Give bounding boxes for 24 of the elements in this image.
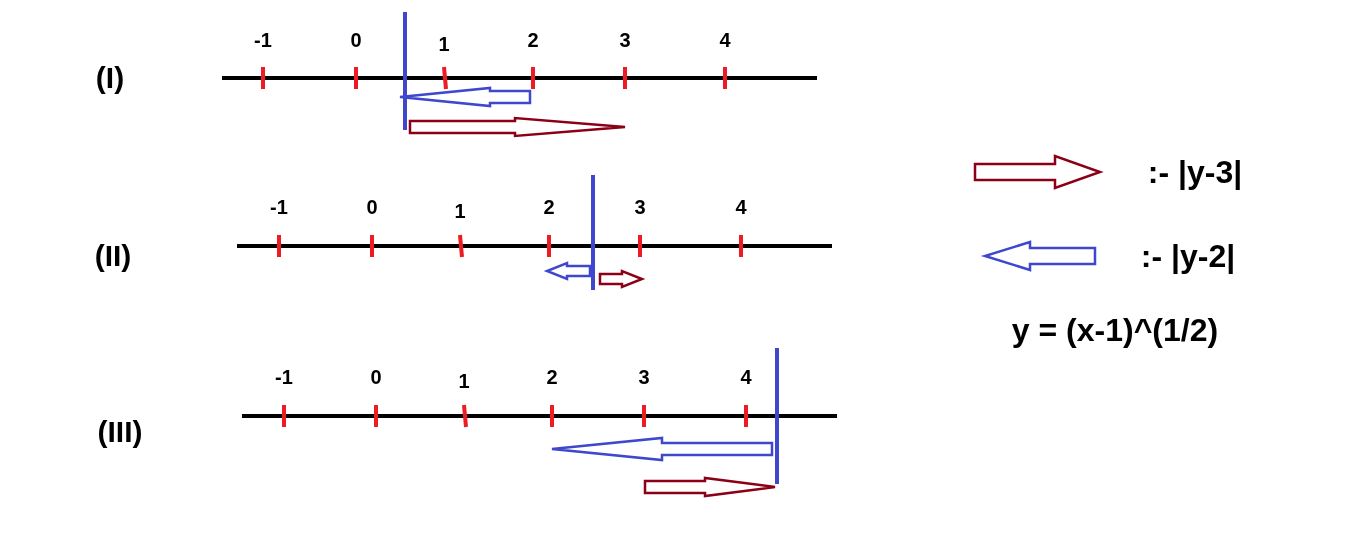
tick-label: 4 bbox=[740, 365, 752, 389]
tick-label: -1 bbox=[275, 365, 293, 389]
tick-label: 4 bbox=[719, 28, 731, 52]
formula: y = (x-1)^(1/2) bbox=[1011, 311, 1219, 349]
legend-text: :- |y-3| bbox=[1147, 153, 1243, 191]
tick-label: 1 bbox=[458, 369, 470, 393]
tick-label: 0 bbox=[350, 28, 362, 52]
tick-label: 3 bbox=[634, 195, 646, 219]
tick-label: 4 bbox=[735, 195, 747, 219]
tick-label: 1 bbox=[454, 199, 466, 223]
tick-label: 1 bbox=[438, 32, 450, 56]
tick-label: 0 bbox=[370, 365, 382, 389]
row-label: (I) bbox=[95, 61, 125, 95]
row-label: (III) bbox=[97, 415, 143, 449]
tick-label: 2 bbox=[546, 365, 558, 389]
tick-label: -1 bbox=[254, 28, 272, 52]
row-label: (II) bbox=[94, 239, 132, 273]
tick-label: 0 bbox=[366, 195, 378, 219]
tick-label: 2 bbox=[527, 28, 539, 52]
legend-text: :- |y-2| bbox=[1140, 237, 1236, 275]
tick-label: 2 bbox=[543, 195, 555, 219]
tick-label: 3 bbox=[619, 28, 631, 52]
tick-label: 3 bbox=[638, 365, 650, 389]
tick-label: -1 bbox=[270, 195, 288, 219]
